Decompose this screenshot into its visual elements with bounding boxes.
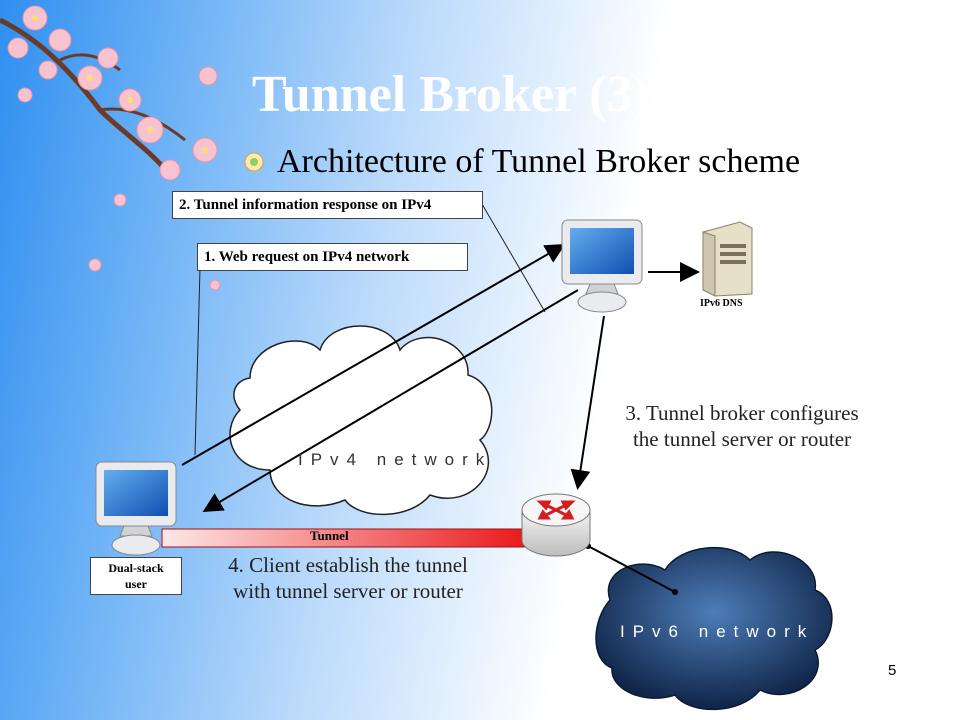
step3-line1: 3. Tunnel broker configures (625, 401, 859, 425)
arrow-tunnel-response (202, 289, 579, 513)
ipv4-network-label: IPv4 network (298, 450, 493, 469)
arrow-web-request (181, 244, 566, 466)
step3-caption: 3. Tunnel broker configures the tunnel s… (604, 400, 880, 452)
step4-line2: with tunnel server or router (233, 579, 463, 603)
step4-caption: 4. Client establish the tunnel with tunn… (200, 552, 496, 604)
page-number: 5 (888, 662, 897, 679)
ipv6-network-label: IPv6 network (620, 622, 815, 641)
slide-title: Tunnel Broker (3) (252, 66, 650, 123)
bullet-icon (244, 152, 264, 172)
router-icon (521, 493, 591, 557)
leader-line-tunnel-info (481, 203, 546, 313)
ipv4-cloud (229, 325, 493, 516)
ipv6-dns-label: IPv6 DNS (700, 298, 743, 309)
user-label-line2: user (125, 577, 147, 591)
step4-line1: 4. Client establish the tunnel (228, 553, 468, 577)
ipv6-link-dot (672, 589, 678, 595)
step3-line2: the tunnel server or router (632, 427, 852, 451)
ipv6-cloud (595, 547, 833, 711)
tunnel-label: Tunnel (310, 528, 349, 543)
tunnel-info-response-box: 2. Tunnel information response on IPv4 (172, 191, 483, 219)
router-to-ipv6-line (587, 545, 676, 593)
arrow-configure-router (570, 315, 605, 490)
tunnel-broker-monitor-icon (561, 219, 643, 313)
bullet-text: Architecture of Tunnel Broker scheme (277, 143, 801, 180)
cherry-blossom-branch (0, 5, 221, 291)
bullet-row: Architecture of Tunnel Broker scheme (243, 140, 800, 184)
leader-line-web-request (194, 267, 201, 456)
dual-stack-user-label: Dual-stack user (90, 557, 182, 595)
ipv6-dns-server-icon (702, 221, 753, 297)
dual-stack-user-monitor-icon (95, 461, 177, 556)
web-request-box: 1. Web request on IPv4 network (197, 243, 468, 271)
user-label-line1: Dual-stack (108, 561, 164, 575)
